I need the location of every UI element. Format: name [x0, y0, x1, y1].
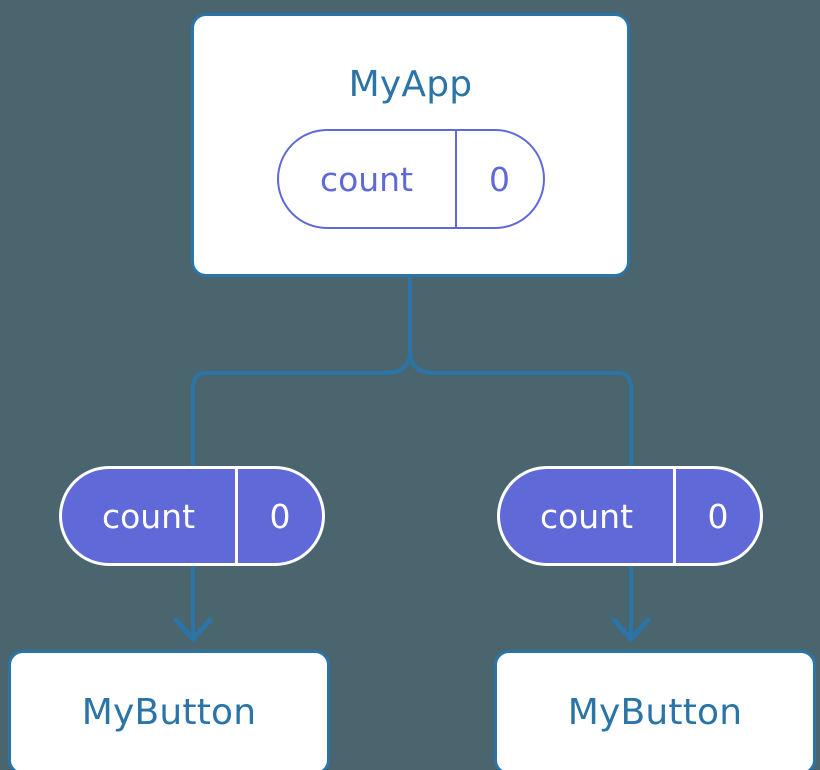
tree-branch-line: [191, 275, 633, 468]
prop-key: count: [62, 469, 238, 563]
prop-key: count: [500, 469, 676, 563]
component-label-mybutton: MyButton: [567, 692, 743, 733]
component-node-myapp[interactable]: MyApp count 0: [191, 13, 630, 277]
prop-value: 0: [707, 496, 729, 536]
prop-capsule-left[interactable]: count 0: [59, 466, 325, 566]
state-capsule-root[interactable]: count 0: [276, 129, 545, 229]
state-value: 0: [489, 159, 510, 199]
component-node-mybutton-left[interactable]: MyButton: [8, 650, 330, 770]
prop-arrow-left: [173, 564, 213, 642]
prop-capsule-right[interactable]: count 0: [497, 466, 763, 566]
prop-value: 0: [269, 496, 291, 536]
down-arrow-head: [611, 617, 651, 642]
down-arrow-head: [173, 617, 213, 642]
component-label-myapp: MyApp: [348, 64, 473, 105]
prop-arrow-right: [611, 564, 651, 642]
state-key: count: [279, 131, 457, 227]
component-node-mybutton-right[interactable]: MyButton: [494, 650, 816, 770]
component-label-mybutton: MyButton: [81, 692, 257, 733]
